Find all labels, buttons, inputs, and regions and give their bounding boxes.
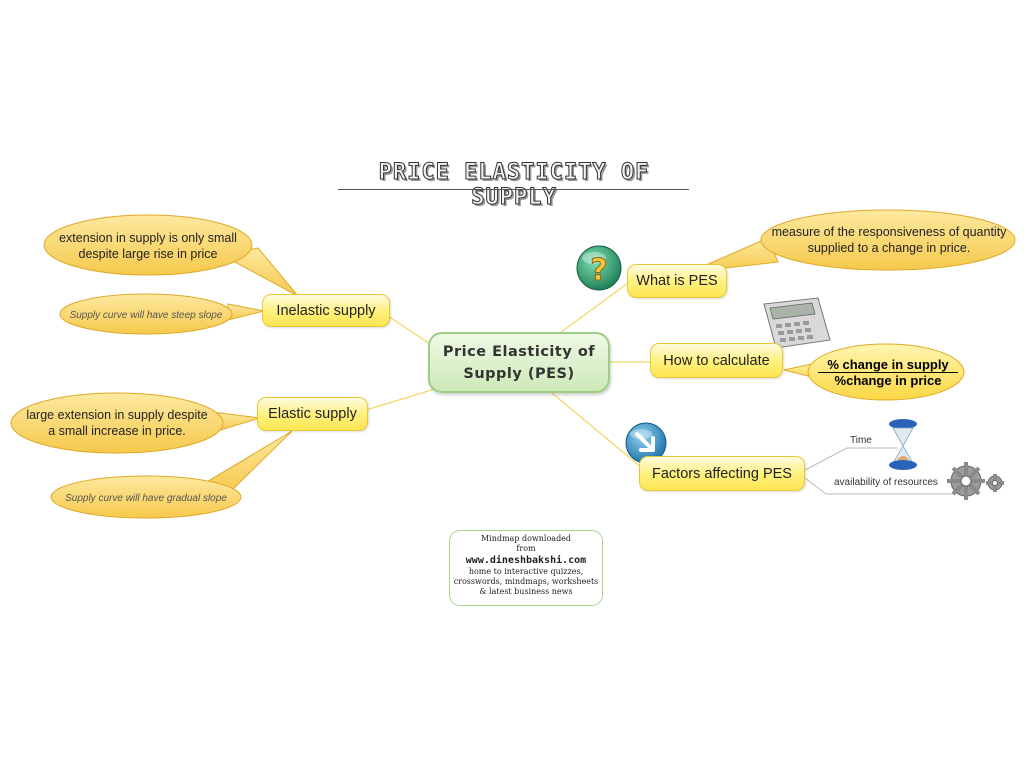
callout-steep-slope <box>59 293 265 335</box>
what-is-pes-note-line1: measure of the responsiveness of quantit… <box>771 225 1007 239</box>
callout-what-is-pes-text: measure of the responsiveness of quantit… <box>761 224 1017 256</box>
factor-availability-of-resources[interactable]: availability of resources <box>834 477 938 488</box>
what-is-pes-note-line2: supplied to a change in price. <box>807 241 971 255</box>
elastic-note-line2: a small increase in price. <box>48 424 186 438</box>
elastic-note-line1: large extension in supply despite <box>26 408 208 422</box>
callout-inelastic <box>43 214 299 297</box>
formula-denominator: %change in price <box>834 373 942 388</box>
branch-factors-affecting-pes[interactable]: Factors affecting PES <box>639 456 805 491</box>
link-elastic <box>365 387 439 411</box>
branch-factors-label: Factors affecting PES <box>652 465 792 482</box>
credit-line3: home to interactive quizzes, <box>468 567 584 576</box>
gradual-slope-note: Supply curve will have gradual slope <box>65 493 227 504</box>
formula-numerator: % change in supply <box>818 357 958 373</box>
central-topic-line1: Price Elasticity of <box>442 343 596 360</box>
branch-elastic-supply[interactable]: Elastic supply <box>257 397 368 431</box>
central-topic-line2: Supply (PES) <box>463 365 575 382</box>
link-factor-resources <box>804 477 955 495</box>
callout-what-is-pes <box>689 209 1016 273</box>
title-underline <box>338 189 689 190</box>
link-factors <box>551 392 643 469</box>
steep-slope-note: Supply curve will have steep slope <box>69 310 223 321</box>
credit-line5: & latest business news <box>479 587 573 596</box>
link-what-is-pes <box>559 282 629 334</box>
credit-line2: from <box>516 544 536 553</box>
credit-line1: Mindmap downloaded <box>480 534 572 543</box>
calculator-icon <box>763 297 831 349</box>
branch-how-to-calculate[interactable]: How to calculate <box>650 343 783 378</box>
factor-time[interactable]: Time <box>850 435 872 446</box>
branch-inelastic-label: Inelastic supply <box>276 302 376 319</box>
credit-site[interactable]: www.dineshbakshi.com <box>465 555 587 566</box>
callout-inelastic-text: extension in supply is only small despit… <box>44 230 252 262</box>
callout-gradual-slope <box>50 430 293 519</box>
link-inelastic <box>387 315 431 345</box>
branch-how-to-calculate-label: How to calculate <box>663 352 770 369</box>
hourglass-icon <box>889 419 917 470</box>
branch-what-is-pes-label: What is PES <box>636 273 718 289</box>
callout-elastic <box>10 392 261 454</box>
central-topic[interactable]: Price Elasticity of Supply (PES) <box>428 332 610 393</box>
branch-inelastic-supply[interactable]: Inelastic supply <box>262 294 390 327</box>
arrow-down-right-icon <box>625 422 667 464</box>
inelastic-note-line1: extension in supply is only small <box>59 231 237 245</box>
inelastic-note-line2: despite large rise in price <box>78 247 218 261</box>
branch-what-is-pes[interactable]: What is PES <box>627 264 727 298</box>
svg-text:?: ? <box>590 253 607 288</box>
pes-formula: % change in supply %change in price <box>818 357 958 388</box>
credit-line4: crosswords, mindmaps, worksheets <box>453 577 599 586</box>
link-factor-time <box>804 447 898 471</box>
callout-elastic-text: large extension in supply despite a smal… <box>11 407 223 439</box>
page-title: PRICE ELASTICITY OF SUPPLY <box>378 160 650 211</box>
source-credit-box: Mindmap downloaded from www.dineshbakshi… <box>449 530 603 606</box>
gears-icon <box>947 462 1004 500</box>
question-mark-icon: ? <box>576 245 622 291</box>
branch-elastic-label: Elastic supply <box>268 406 357 422</box>
